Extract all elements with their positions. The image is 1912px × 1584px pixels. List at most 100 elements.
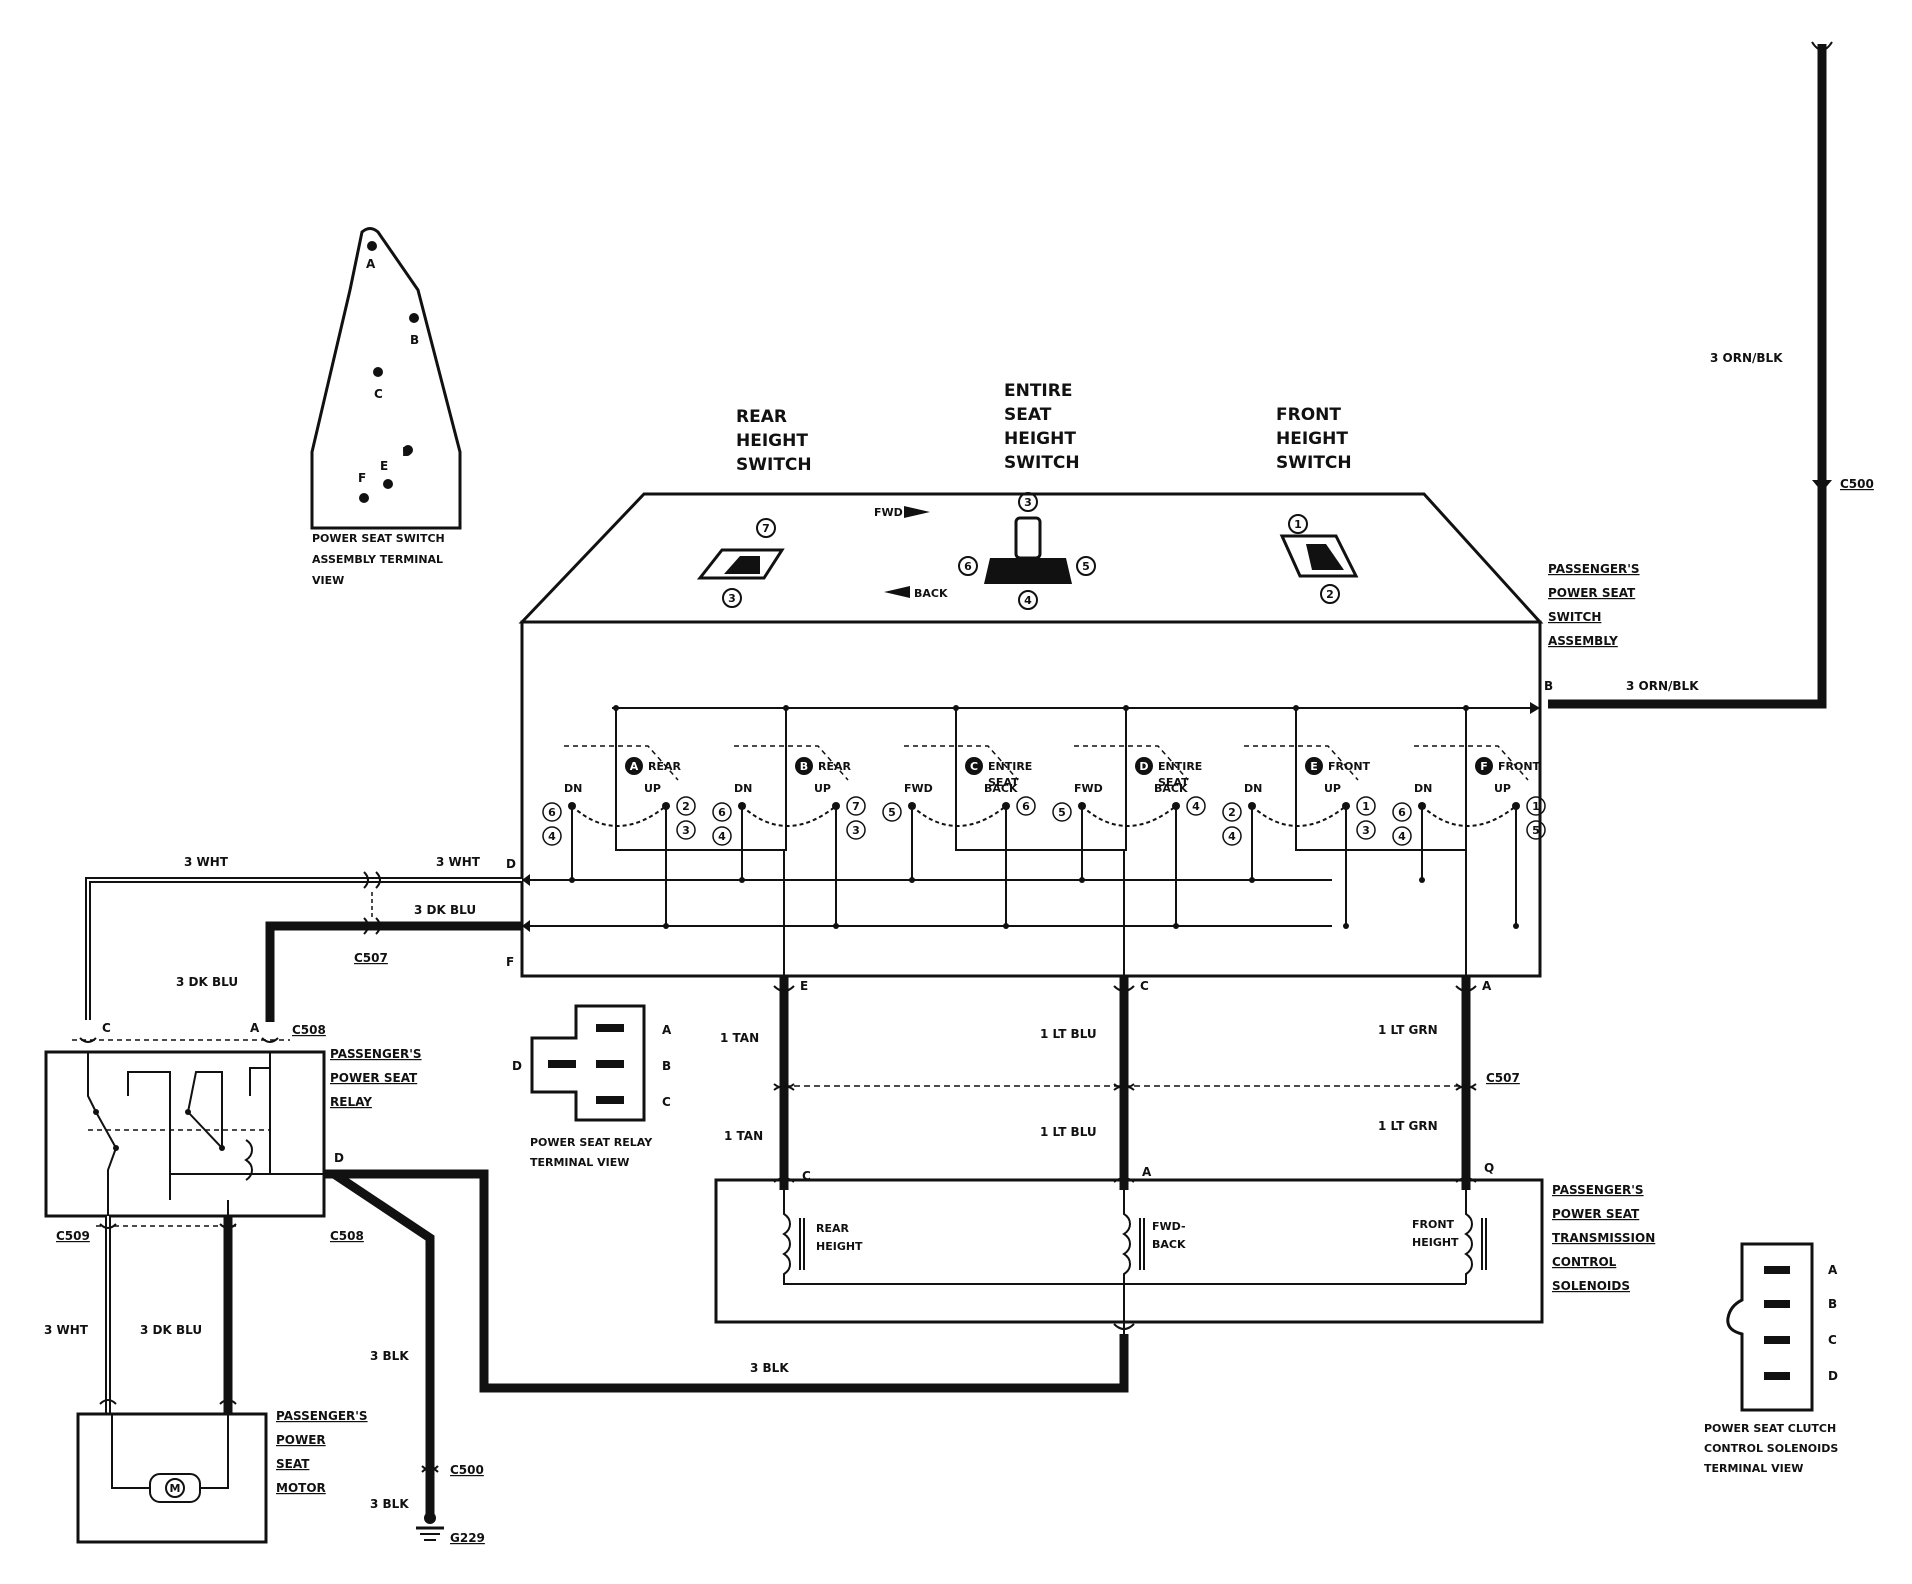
contact-right-num-circle [1526,820,1546,840]
contact-right-num: 3 [682,824,690,837]
contact-bus-dot [613,705,619,711]
contact-right-dot [1343,923,1349,929]
switch-pin-a: A [366,257,376,271]
contact-left-label: DN [1414,782,1432,795]
entire-seat-title-2: SEAT [1004,405,1052,425]
contact-right-num-circle [1356,796,1376,816]
contact-left-num: 4 [548,830,556,843]
contact-left-num: 5 [1058,806,1066,819]
switch-terminal-caption-1: POWER SEAT SWITCH [312,532,445,545]
contact-left-num-circle [542,802,562,822]
clutch-caption-3: TERMINAL VIEW [1704,1462,1803,1475]
contact-right-dot [1513,923,1519,929]
contact-right-num: 7 [852,800,860,813]
solenoid-rear-label-1: REAR [816,1222,849,1235]
switch-pin-b: B [410,333,419,347]
relay-feed-wires: 3 WHT 3 WHT D 3 DK BLU 3 DK BLU F C507 [85,855,522,1022]
switch-assembly-label-4: ASSEMBLY [1548,634,1618,648]
contact-swing [1251,805,1347,827]
pin-c-solenoid: C [802,1169,811,1183]
pin-b-label: B [1544,679,1553,693]
contact-right-dot [833,923,839,929]
g229-label: G229 [450,1531,485,1545]
contact-right-num: 1 [1532,800,1540,813]
contact-left-dot [1079,877,1085,883]
contact-right-num-circle [676,820,696,840]
relay-tv-pin-b: B [662,1059,671,1073]
motor-symbol: M [170,1482,181,1495]
contact-swing [571,805,667,827]
contact-right-dot [663,923,669,929]
contact-right-num-circle [676,796,696,816]
contact-right-num-circle [846,796,866,816]
contact-actuator [1244,745,1359,781]
switch-titles: REAR HEIGHT SWITCH ENTIRE SEAT HEIGHT SW… [736,381,1352,475]
wht-label-switch-side: 3 WHT [436,855,481,869]
solenoids-label-1: PASSENGER'S [1552,1183,1644,1197]
front-rocker: 1 2 [1279,514,1359,604]
solenoid-front-label-1: FRONT [1412,1218,1455,1231]
contact-left-dot [909,877,915,883]
relay-tv-caption-2: TERMINAL VIEW [530,1156,629,1169]
contact-right-num: 6 [1022,800,1030,813]
contact-letter-circle [965,757,983,775]
c509-label: C509 [56,1229,90,1243]
rear-rocker: 7 3 [696,518,785,608]
c507-right-label: C507 [1486,1071,1520,1085]
contact-left-num-circle [882,802,902,822]
contact-left-num-circle [1052,802,1072,822]
dk-blu-label-switch-side: 3 DK BLU [414,903,476,917]
contact-right-num-circle [1356,820,1376,840]
c508-top-label: C508 [292,1023,326,1037]
switch-assembly: 7 3 FWD 3 6 5 4 BACK 1 [518,492,1546,978]
solenoid-front-label-2: HEIGHT [1412,1236,1459,1249]
solenoids-label-4: CONTROL [1552,1255,1617,1269]
tan-label-lower: 1 TAN [724,1129,763,1143]
relay-label-2: POWER SEAT [330,1071,418,1085]
front-knob-num-1: 1 [1294,518,1302,531]
contact-left-dot [1249,877,1255,883]
clutch-caption-1: POWER SEAT CLUTCH [1704,1422,1836,1435]
solenoids-label-2: POWER SEAT [1552,1207,1640,1221]
pin-a-solenoid: A [1142,1165,1152,1179]
contact-left-label: DN [564,782,582,795]
contact-right-dot [1003,923,1009,929]
relay-box [44,1050,326,1218]
contact-letter-circle [625,757,643,775]
wht-label-relay-side: 3 WHT [184,855,229,869]
contact-left-num-circle [712,826,732,846]
relay-terminal-view: A B C D POWER SEAT RELAY TERMINAL VIEW [512,1004,672,1169]
blk-label-horizontal: 3 BLK [750,1361,789,1375]
motor-label-3: SEAT [276,1457,310,1471]
switch-pin-e: E [380,459,388,473]
c508-bottom-label: C508 [330,1229,364,1243]
switch-assembly-label-1: PASSENGER'S [1548,562,1640,576]
pin-d-switch: D [506,857,516,871]
switch-terminal-view: A B C D E F POWER SEAT SWITCH ASSEMBLY T… [310,227,462,587]
orn-blk-label-horizontal: 3 ORN/BLK [1626,679,1699,693]
clutch-pin-c: C [1828,1333,1837,1347]
clutch-caption-2: CONTROL SOLENOIDS [1704,1442,1838,1455]
relay-tv-caption-1: POWER SEAT RELAY [530,1136,653,1149]
contact-bus-dot [1463,705,1469,711]
relay-tv-pin-d: D [512,1059,522,1073]
relay-pin-c: C [102,1021,111,1035]
rear-knob-num-1: 7 [762,522,770,535]
entire-seat-title-4: SWITCH [1004,453,1080,473]
clutch-pin-b: B [1828,1297,1837,1311]
orn-blk-label-vertical: 3 ORN/BLK [1710,351,1783,365]
relay-pin-a: A [250,1021,260,1035]
contact-left-label: FWD [1074,782,1103,795]
clutch-pin-a: A [1828,1263,1838,1277]
contact-left-num-circle [1222,802,1242,822]
dk-blu-motor-label: 3 DK BLU [140,1323,202,1337]
contact-left-label: DN [1244,782,1262,795]
contact-right-num-circle [1186,796,1206,816]
contact-letter-circle [1135,757,1153,775]
contact-letter: F [1480,760,1488,773]
switch-pin-c: C [374,387,383,401]
contact-left-dot [1419,877,1425,883]
